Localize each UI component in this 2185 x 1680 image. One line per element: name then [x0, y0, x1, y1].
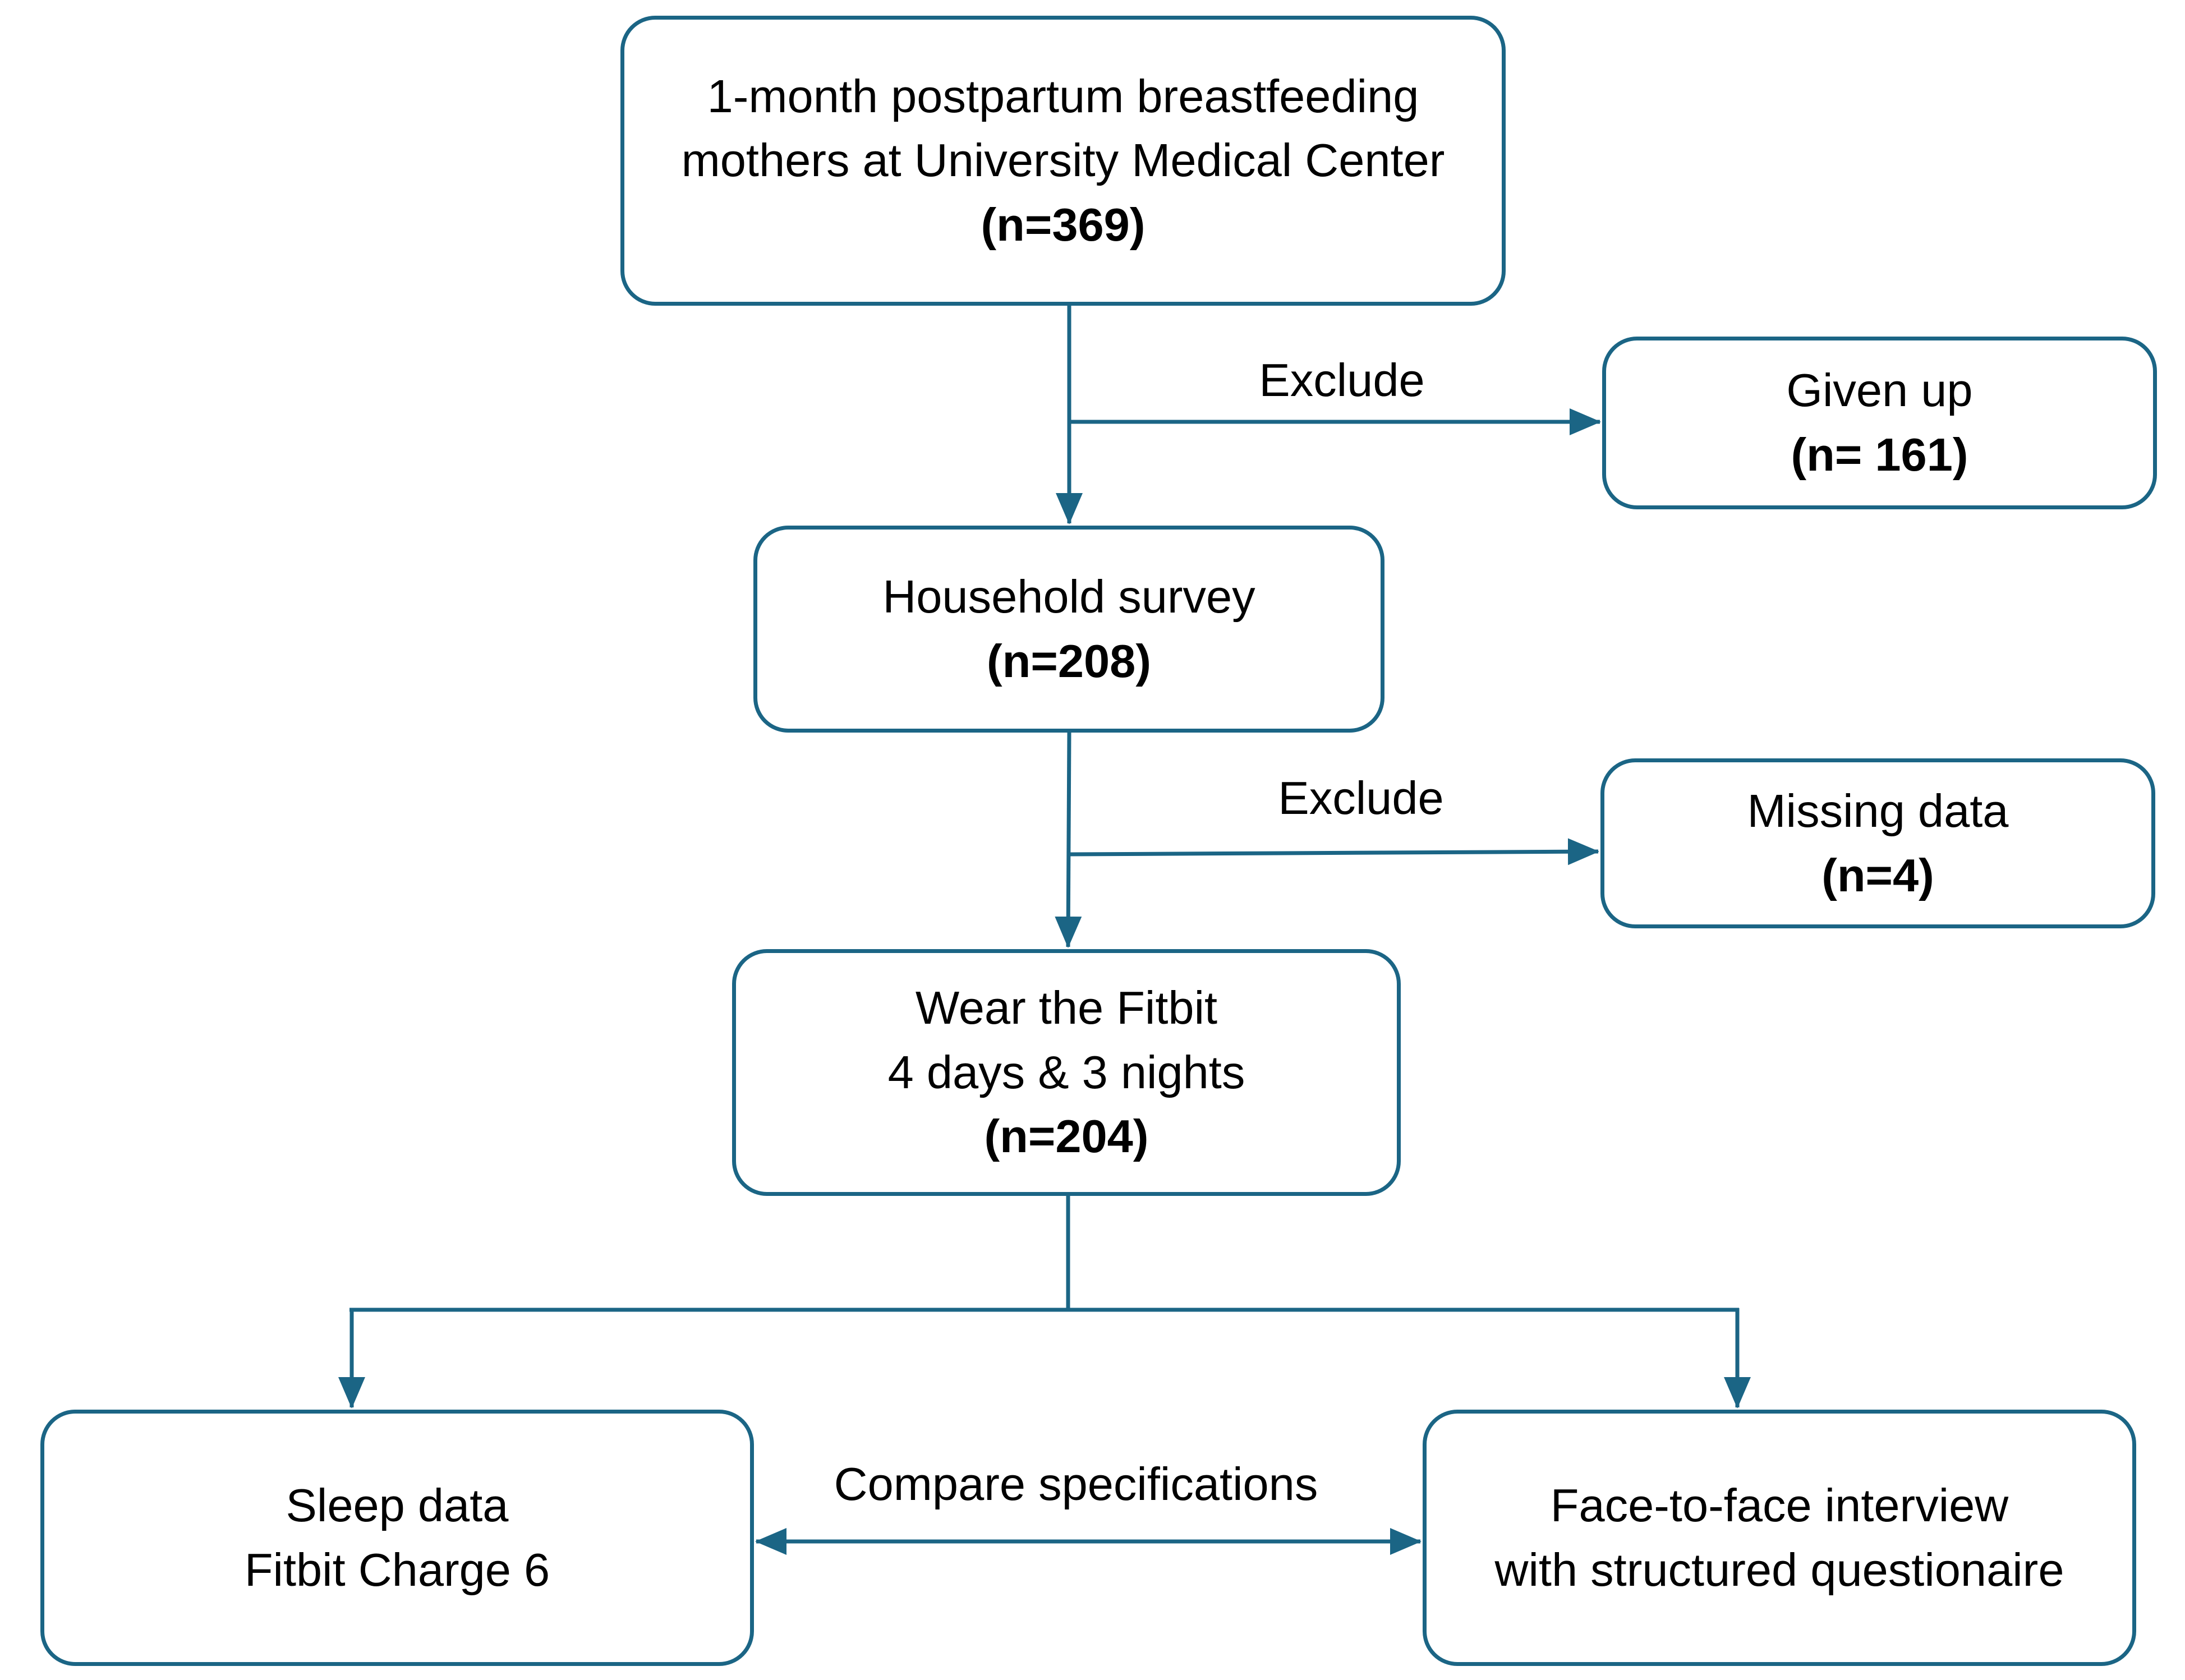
node-given-up: Given up (n= 161) [1602, 337, 2157, 509]
node-missing-data: Missing data (n=4) [1600, 758, 2155, 928]
edge-label-exclude-1: Exclude [1259, 354, 1425, 406]
node-fitbit-line1: Wear the Fitbit [915, 982, 1218, 1034]
node-start-line2: mothers at University Medical Center [681, 134, 1445, 187]
node-given-up-line1: Given up [1786, 364, 1973, 417]
edge-label-compare: Compare specifications [834, 1458, 1318, 1510]
node-face-to-face-interview: Face-to-face interview with structured q… [1423, 1410, 2136, 1666]
node-household-survey: Household survey (n=208) [753, 526, 1384, 733]
node-missing-count: (n=4) [1821, 849, 1934, 901]
node-start-population: 1-month postpartum breastfeeding mothers… [620, 16, 1506, 306]
node-given-up-count: (n= 161) [1791, 429, 1968, 481]
node-fitbit-count: (n=204) [984, 1110, 1149, 1163]
arrow-exclude-missing [1068, 838, 1599, 866]
node-missing-line1: Missing data [1747, 784, 2009, 837]
node-survey-count: (n=208) [987, 634, 1151, 687]
arrow-survey-to-fitbit [1055, 732, 1082, 948]
node-start-line1: 1-month postpartum breastfeeding [707, 70, 1419, 122]
node-sleep-data: Sleep data Fitbit Charge 6 [40, 1410, 754, 1666]
node-sleep-line2: Fitbit Charge 6 [244, 1543, 550, 1596]
node-survey-line1: Household survey [882, 570, 1255, 623]
node-sleep-line1: Sleep data [286, 1479, 509, 1531]
node-start-count: (n=369) [981, 198, 1146, 251]
node-wear-fitbit: Wear the Fitbit 4 days & 3 nights (n=204… [732, 949, 1401, 1196]
node-interview-line1: Face-to-face interview [1550, 1479, 2009, 1531]
edge-label-exclude-2: Exclude [1278, 772, 1444, 824]
node-fitbit-line2: 4 days & 3 nights [887, 1046, 1245, 1098]
node-interview-line2: with structured questionaire [1494, 1543, 2064, 1596]
